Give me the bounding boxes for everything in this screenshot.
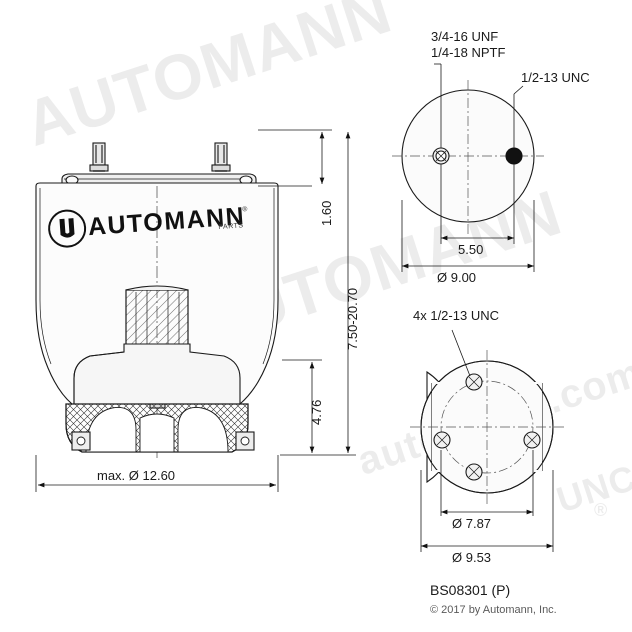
dim-lower-height: 4.76 — [309, 399, 324, 425]
dimension-lines-top-view — [401, 164, 535, 272]
automann-trademark-icon: ® — [241, 205, 248, 214]
top-stud-left — [89, 142, 109, 172]
dim-top-bolt-circle: 5.50 — [458, 242, 484, 257]
dim-top-plate-height: 1.60 — [319, 200, 334, 226]
internal-piston-section — [73, 186, 241, 460]
dimension-lines-bottom-view — [420, 450, 554, 552]
automann-logo: AUTOMANN ® PARTS — [46, 196, 248, 252]
top-view — [392, 63, 544, 236]
callout-thread-unc: 1/2-13 UNC — [521, 70, 590, 85]
dim-overall-width: max. Ø 12.60 — [97, 468, 176, 483]
callout-four-bolt-unc: 4x 1/2-13 UNC — [413, 308, 499, 323]
top-plate — [61, 170, 257, 186]
callout-thread-unf: 3/4-16 UNF — [431, 29, 499, 44]
copyright-notice: © 2017 by Automann, Inc. — [430, 604, 557, 616]
part-number: BS08301 (P) — [430, 582, 511, 598]
dim-bottom-bolt-circle: Ø 7.87 — [452, 516, 492, 531]
main-side-view — [35, 142, 279, 460]
dimension-lines-side — [35, 129, 356, 492]
bottom-view — [410, 329, 564, 504]
lower-piston-base — [65, 403, 255, 453]
automann-logo-text: AUTOMANN — [87, 202, 247, 242]
dim-bottom-diameter: Ø 9.53 — [452, 550, 492, 565]
dim-overall-height-range: 7.50-20.70 — [345, 287, 360, 350]
automann-logo-icon — [48, 209, 87, 248]
top-stud-right — [211, 142, 231, 172]
dim-top-diameter: Ø 9.00 — [437, 270, 477, 285]
callout-thread-nptf: 1/4-18 NPTF — [431, 45, 506, 60]
